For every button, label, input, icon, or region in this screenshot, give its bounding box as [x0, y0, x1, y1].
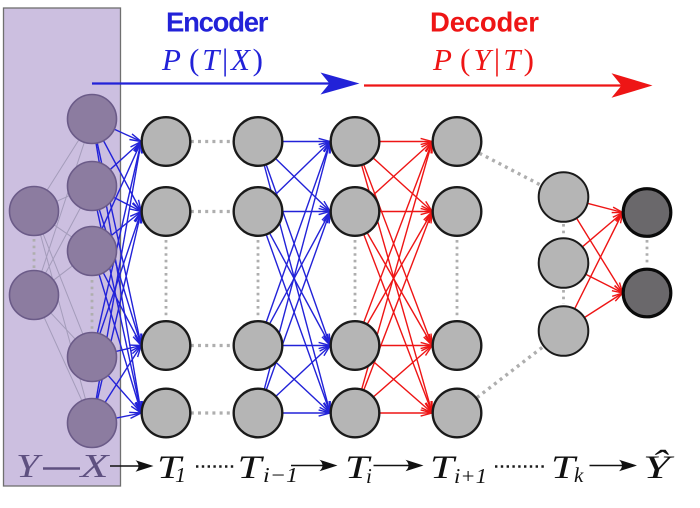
svg-text:i+1: i+1: [454, 464, 487, 488]
svg-text:X: X: [78, 448, 110, 485]
svg-text:Encoder: Encoder: [166, 7, 269, 38]
svg-text:i−1: i−1: [263, 463, 298, 487]
svg-text:P: P: [432, 42, 452, 77]
svg-text:k: k: [574, 463, 584, 487]
svg-text:i: i: [366, 464, 372, 488]
svg-text:1: 1: [175, 463, 186, 487]
svg-text:T: T: [238, 450, 265, 486]
svg-text:Y: Y: [16, 448, 43, 485]
svg-text:P: P: [161, 42, 181, 77]
svg-text:Decoder: Decoder: [430, 7, 539, 38]
